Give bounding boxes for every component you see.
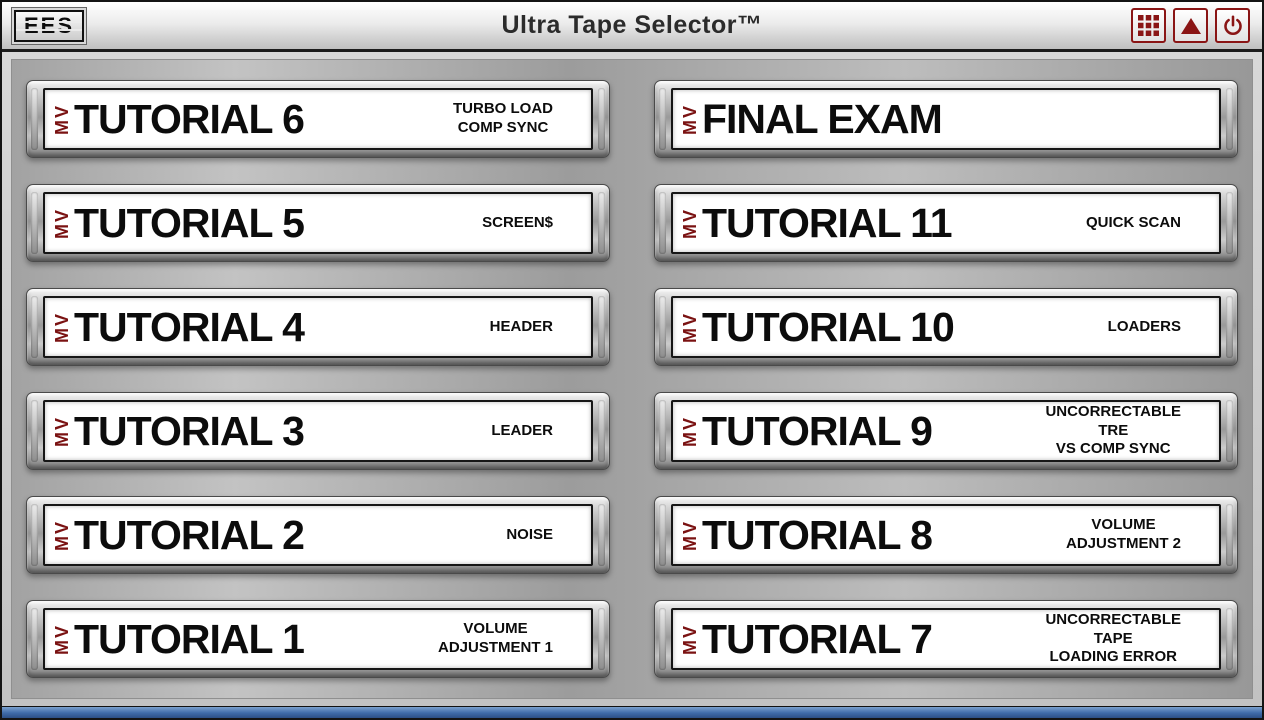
tape-title: TUTORIAL 4 (74, 303, 305, 350)
mv-logo: MV (680, 415, 700, 447)
tape-subtitle: HEADER (489, 317, 553, 335)
tape-label: MV TUTORIAL 6 TURBO LOAD COMP SYNC (43, 88, 593, 150)
eject-icon (1180, 17, 1201, 34)
mv-logo: MV (680, 207, 700, 239)
tape-label: MV TUTORIAL 5 SCREEN$ (43, 192, 593, 254)
eject-button[interactable] (1173, 8, 1208, 43)
tape-label: MV TUTORIAL 7 UNCORRECTABLE TAPE LOADING… (671, 608, 1221, 670)
tape-item[interactable]: MV TUTORIAL 5 SCREEN$ (26, 184, 610, 262)
power-icon (1223, 15, 1242, 35)
tape-subtitle: UNCORRECTABLE TRE VS COMP SYNC (1045, 402, 1181, 458)
grid-button[interactable] (1131, 8, 1166, 43)
tape-title: TUTORIAL 7 (702, 615, 933, 662)
power-button[interactable] (1215, 8, 1250, 43)
tape-label: MV TUTORIAL 2 NOISE (43, 504, 593, 566)
tape-title: TUTORIAL 2 (74, 511, 305, 558)
grid-icon (1138, 15, 1159, 36)
tape-title: TUTORIAL 6 (74, 95, 305, 142)
tape-subtitle: NOISE (506, 525, 553, 543)
mv-logo: MV (52, 103, 72, 135)
tape-title: TUTORIAL 3 (74, 407, 305, 454)
mv-logo: MV (680, 519, 700, 551)
tape-title: TUTORIAL 5 (74, 199, 305, 246)
tape-title: TUTORIAL 10 (702, 303, 955, 350)
tape-item[interactable]: MV TUTORIAL 2 NOISE (26, 496, 610, 574)
tape-subtitle: UNCORRECTABLE TAPE LOADING ERROR (1045, 610, 1181, 666)
tape-grid: MV TUTORIAL 6 TURBO LOAD COMP SYNC MV FI… (11, 59, 1253, 699)
tape-label: MV TUTORIAL 3 LEADER (43, 400, 593, 462)
tape-label: MV TUTORIAL 11 QUICK SCAN (671, 192, 1221, 254)
mv-logo: MV (52, 415, 72, 447)
header-buttons (1131, 8, 1250, 43)
tape-item[interactable]: MV TUTORIAL 6 TURBO LOAD COMP SYNC (26, 80, 610, 158)
ees-logo-text: EES (24, 12, 75, 38)
tape-label: MV TUTORIAL 4 HEADER (43, 296, 593, 358)
tape-label: MV TUTORIAL 9 UNCORRECTABLE TRE VS COMP … (671, 400, 1221, 462)
header: EES Ultra Tape Selector™ (2, 2, 1262, 52)
tape-subtitle: LOADERS (1107, 317, 1181, 335)
page-title: Ultra Tape Selector™ (501, 11, 763, 39)
tape-item[interactable]: MV TUTORIAL 8 VOLUME ADJUSTMENT 2 (654, 496, 1238, 574)
tape-item[interactable]: MV TUTORIAL 10 LOADERS (654, 288, 1238, 366)
mv-logo: MV (680, 623, 700, 655)
tape-subtitle: LEADER (491, 421, 553, 439)
mv-logo: MV (52, 207, 72, 239)
tape-item[interactable]: MV TUTORIAL 7 UNCORRECTABLE TAPE LOADING… (654, 600, 1238, 678)
tape-subtitle: QUICK SCAN (1085, 213, 1181, 231)
tape-title: TUTORIAL 1 (74, 615, 305, 662)
tape-subtitle: VOLUME ADJUSTMENT 2 (1065, 516, 1181, 552)
tape-subtitle: VOLUME ADJUSTMENT 1 (437, 620, 553, 656)
mv-logo: MV (680, 103, 700, 135)
tape-subtitle: TURBO LOAD COMP SYNC (453, 100, 553, 136)
tape-item[interactable]: MV TUTORIAL 11 QUICK SCAN (654, 184, 1238, 262)
tape-label: MV TUTORIAL 1 VOLUME ADJUSTMENT 1 (43, 608, 593, 670)
tape-label: MV TUTORIAL 10 LOADERS (671, 296, 1221, 358)
tape-label: MV FINAL EXAM (671, 88, 1221, 150)
tape-item[interactable]: MV TUTORIAL 1 VOLUME ADJUSTMENT 1 (26, 600, 610, 678)
ees-logo: EES (14, 9, 85, 42)
tape-item[interactable]: MV FINAL EXAM (654, 80, 1238, 158)
mv-logo: MV (52, 623, 72, 655)
tape-subtitle: SCREEN$ (482, 213, 553, 231)
tape-label: MV TUTORIAL 8 VOLUME ADJUSTMENT 2 (671, 504, 1221, 566)
mv-logo: MV (52, 519, 72, 551)
tape-title: TUTORIAL 9 (702, 407, 933, 454)
mv-logo: MV (680, 311, 700, 343)
tape-title: TUTORIAL 8 (702, 511, 933, 558)
main-content: MV TUTORIAL 6 TURBO LOAD COMP SYNC MV FI… (2, 52, 1262, 706)
tape-title: FINAL EXAM (702, 95, 943, 142)
tape-title: TUTORIAL 11 (702, 199, 952, 246)
mv-logo: MV (52, 311, 72, 343)
tape-item[interactable]: MV TUTORIAL 3 LEADER (26, 392, 610, 470)
tape-item[interactable]: MV TUTORIAL 9 UNCORRECTABLE TRE VS COMP … (654, 392, 1238, 470)
tape-item[interactable]: MV TUTORIAL 4 HEADER (26, 288, 610, 366)
bottom-bar (2, 706, 1262, 718)
